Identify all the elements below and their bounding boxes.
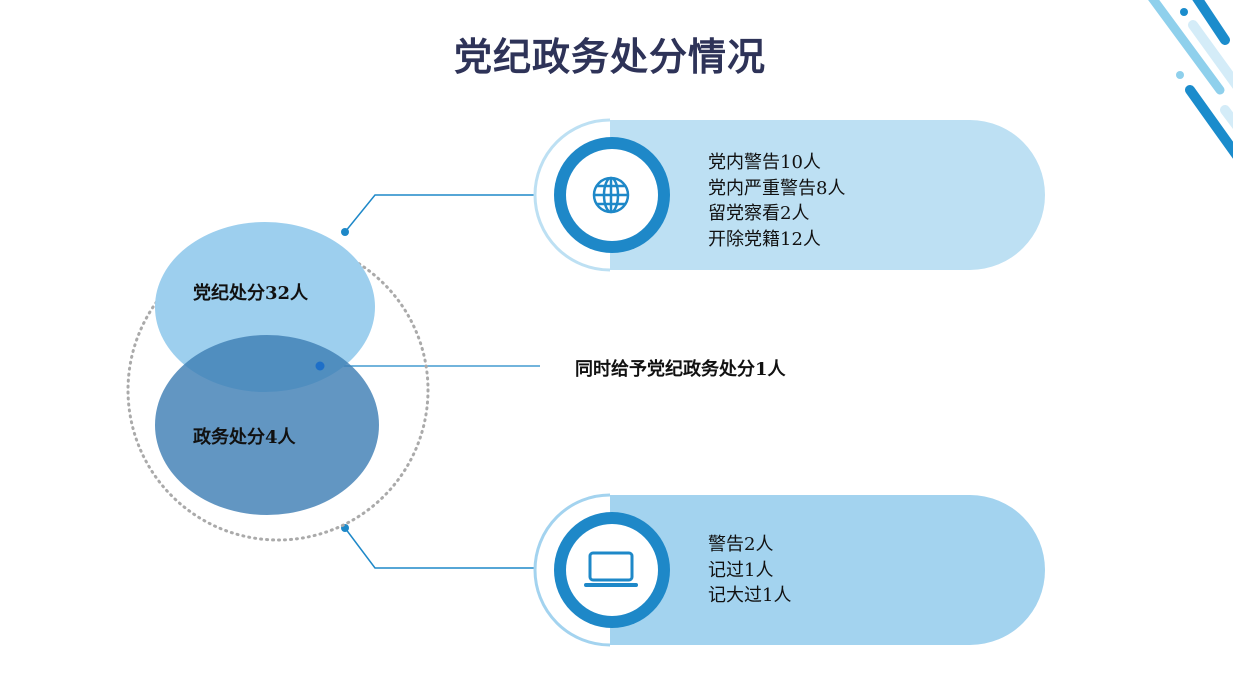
list-item: 警告2人	[708, 534, 774, 555]
list-item: 党内警告10人	[708, 152, 821, 173]
laptop-icon	[584, 551, 638, 587]
list-item: 留党察看2人	[708, 203, 810, 224]
list-item: 记大过1人	[708, 585, 792, 606]
list-item: 开除党籍12人	[708, 228, 821, 250]
gov-card-shape	[533, 493, 1045, 647]
venn-gov-label: 政务处分4人	[193, 427, 296, 448]
venn-overlap-label: 同时给予党纪政务处分1人	[575, 359, 786, 380]
page-title: 党纪政务处分情况	[453, 34, 766, 79]
venn-gov	[155, 335, 379, 515]
connector-lines	[320, 194, 540, 569]
list-item: 党内严重警告8人	[708, 177, 846, 199]
list-item: 记过1人	[708, 559, 774, 581]
globe-icon	[592, 176, 630, 214]
party-card-list: 党内警告10人 党内严重警告8人 留党察看2人 开除党籍12人	[708, 150, 845, 252]
venn-party-label: 党纪处分32人	[193, 283, 309, 304]
gov-card-list: 警告2人 记过1人 记大过1人	[708, 532, 791, 609]
